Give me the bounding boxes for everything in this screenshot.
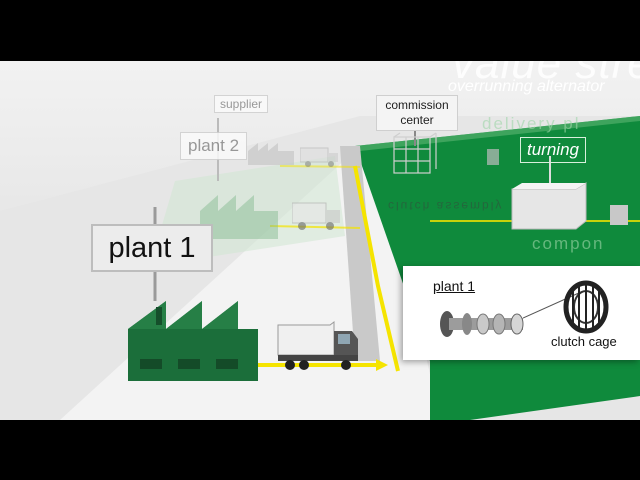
supplier-truck-icon [300,147,338,167]
scene-subtitle: overrunning alternator [448,78,605,95]
letterbox-top [0,0,640,61]
clutch-cage-icon [563,280,609,334]
leader-line [523,291,582,319]
faded-text-delivery: delivery pl [482,114,581,133]
turning-label: turning [520,137,586,163]
machine-block-icon [610,205,628,225]
letterbox-bottom [0,420,640,480]
scene-title: value stre [452,61,640,88]
shelving-rack-icon [393,132,437,174]
inset-caption: clutch cage [551,334,617,349]
shaft-assembly-icon [440,311,524,337]
commission-center-text: commission center [385,98,449,127]
plant-2-label: plant 2 [180,132,248,160]
plant-2-truck-icon [292,202,340,230]
turning-machine-icon [511,182,587,230]
plant-1-factory-icon [128,301,258,381]
supplier-factory-icon [248,143,294,165]
plant-1-label: plant 1 [91,224,213,272]
plant-2-factory-icon [200,195,278,239]
supplier-label: supplier [214,95,269,113]
commission-center-label: commission center [376,95,458,131]
faded-text-components: compon [532,234,605,253]
plant-1-truck-icon [277,321,358,370]
machine-block-icon [487,149,499,165]
inset-title: plant 1 [433,278,476,294]
value-stream-scene: value stre overrunning alternator suppli… [0,61,640,420]
faded-text-clutch-assembly: clutch assembly [388,199,504,213]
flow-line [353,165,400,372]
plant-1-inset-panel: plant 1 clutch cage [403,266,640,360]
